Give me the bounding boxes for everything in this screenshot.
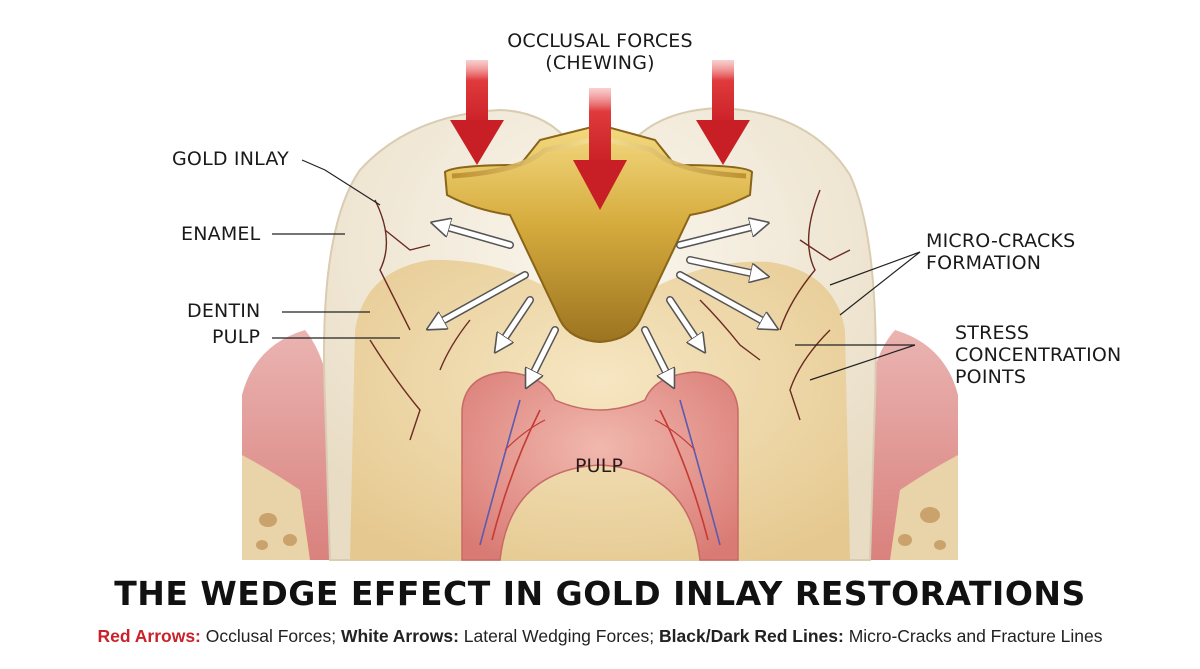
- gum-left: [242, 330, 345, 560]
- white-arrow: [440, 225, 513, 248]
- legend-white-desc: Lateral Wedging Forces;: [463, 626, 655, 646]
- white-arrow: [687, 257, 760, 275]
- pulp-chamber: [461, 371, 739, 561]
- diagram-title: THE WEDGE EFFECT IN GOLD INLAY RESTORATI…: [114, 574, 1086, 613]
- pulp-side-label: PULP: [212, 326, 261, 348]
- gum-right: [855, 330, 958, 560]
- white-arrow: [530, 327, 558, 380]
- white-arrow: [500, 297, 533, 345]
- white-arrow: [667, 297, 700, 345]
- legend-red-desc: Occlusal Forces;: [205, 626, 337, 646]
- lateral-wedging-arrows: [435, 225, 770, 380]
- white-arrow: [642, 327, 670, 380]
- legend-red-key: Red Arrows:: [97, 626, 201, 646]
- white-arrow: [435, 272, 528, 325]
- stress-concentration-label: STRESS CONCENTRATION POINTS: [955, 322, 1122, 388]
- white-arrow: [677, 225, 760, 248]
- legend-black-desc: Micro-Cracks and Fracture Lines: [848, 626, 1103, 646]
- gold-inlay-label: GOLD INLAY: [172, 148, 289, 170]
- occlusal-force-arrows: [450, 60, 750, 210]
- dentin-label: DENTIN: [187, 300, 261, 322]
- white-arrow: [677, 272, 770, 325]
- gold-inlay: [443, 123, 754, 344]
- red-arrow-left: [450, 60, 504, 165]
- legend: Red Arrows: Occlusal Forces; White Arrow…: [0, 626, 1200, 647]
- pulp-center-label: PULP: [575, 455, 624, 477]
- enamel-label: ENAMEL: [181, 223, 261, 245]
- leader-lines: [272, 159, 921, 381]
- legend-black-key: Black/Dark Red Lines:: [659, 626, 844, 646]
- micro-cracks-label: MICRO-CRACKS FORMATION: [926, 230, 1076, 274]
- micro-cracks: [369, 189, 851, 441]
- red-arrow-right: [696, 60, 750, 165]
- occlusal-forces-label: OCCLUSAL FORCES (CHEWING): [507, 30, 693, 74]
- red-arrow-center: [573, 88, 627, 210]
- legend-white-key: White Arrows:: [340, 626, 459, 646]
